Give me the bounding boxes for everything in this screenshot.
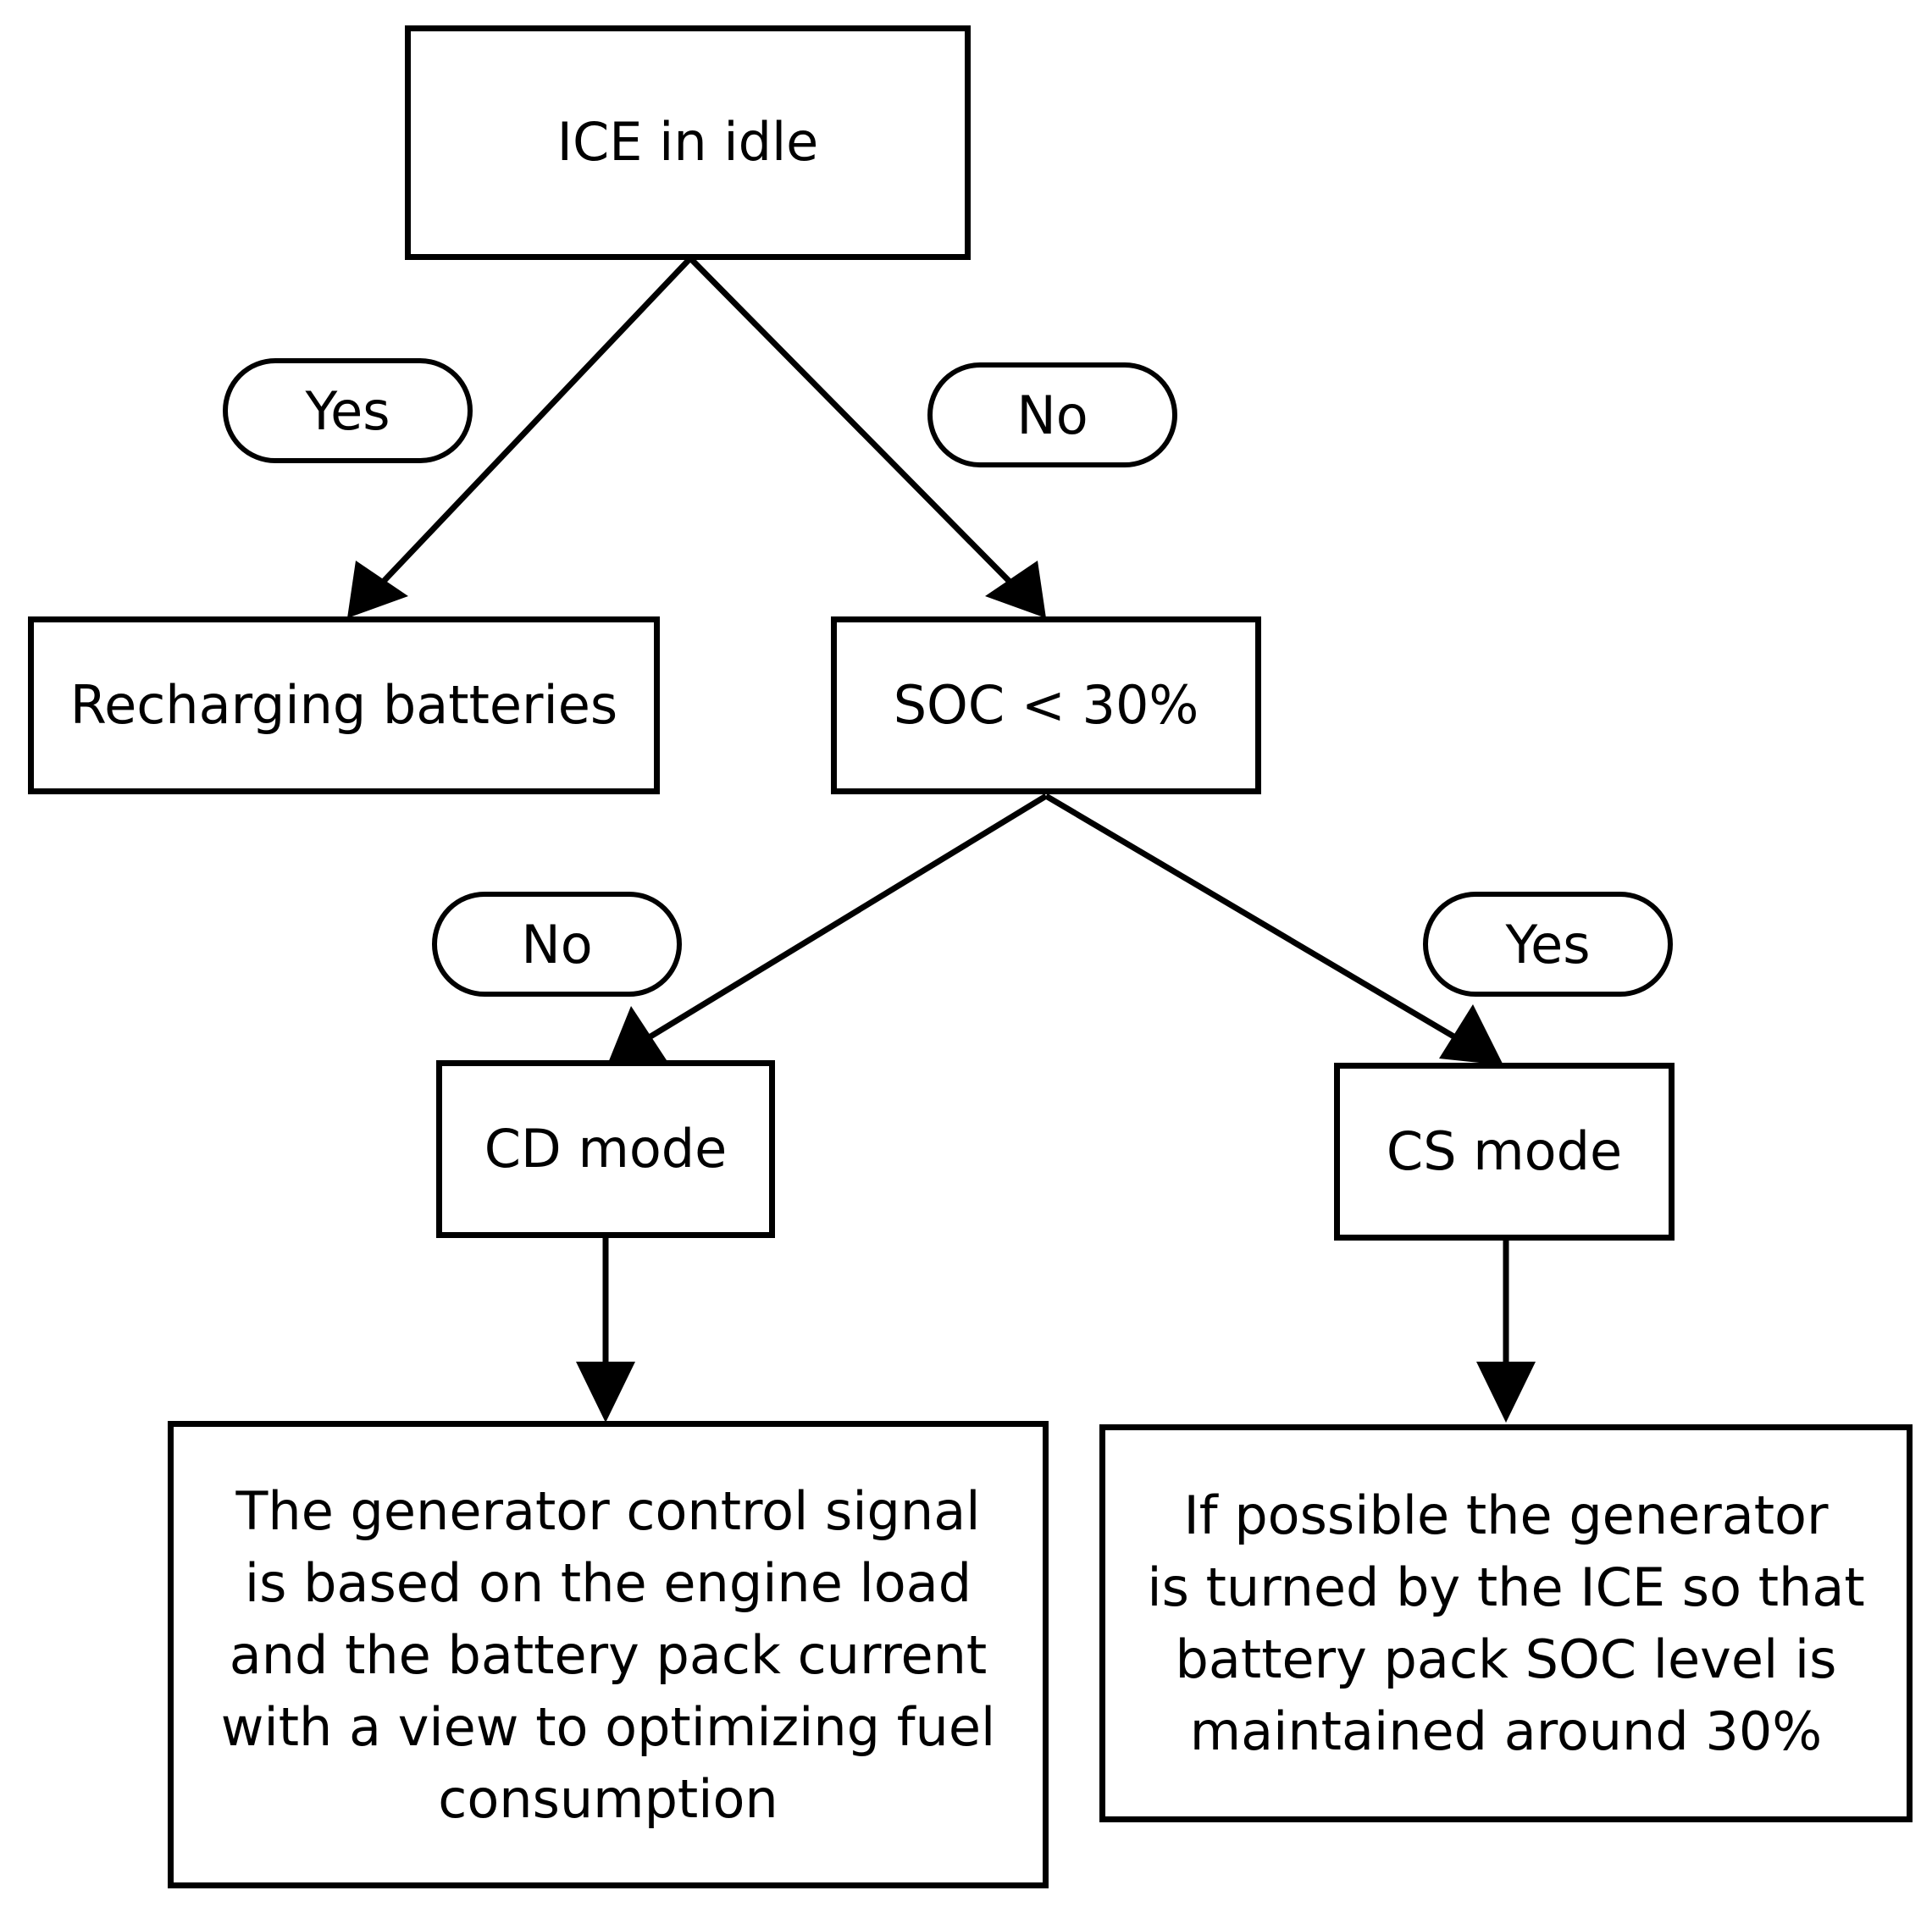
node-cd-mode: CD mode [436, 1060, 775, 1238]
node-recharging-batteries: Recharging batteries [28, 616, 660, 794]
node-soc-check-text: SOC < 30% [893, 673, 1199, 736]
arrowhead-recharging [347, 561, 408, 618]
edge-label-no-soc-text: No [1016, 384, 1088, 446]
node-cd-mode-text: CD mode [484, 1117, 728, 1180]
edge-ice-to-soc [688, 256, 1023, 595]
node-cd-description: The generator control signal is based on… [168, 1421, 1049, 1888]
arrowhead-cs-desc [1476, 1362, 1536, 1423]
edge-label-yes-recharging-text: Yes [305, 379, 390, 442]
edge-ice-to-recharging [370, 256, 693, 595]
node-recharging-batteries-text: Recharging batteries [69, 673, 618, 736]
edge-soc-to-cs [1044, 793, 1471, 1049]
node-ice-in-idle: ICE in idle [405, 25, 971, 260]
node-cs-mode: CS mode [1334, 1063, 1675, 1241]
node-cs-description: If possible the generator is turned by t… [1099, 1424, 1913, 1822]
arrowhead-soc [985, 561, 1046, 618]
node-cs-mode-text: CS mode [1386, 1119, 1623, 1182]
arrowhead-cs [1439, 1004, 1503, 1065]
edge-label-no-soc: No [927, 362, 1177, 467]
arrowhead-cd-desc [576, 1362, 635, 1423]
edge-label-yes-recharging: Yes [223, 358, 473, 463]
edge-label-no-cd-text: No [521, 913, 593, 976]
edge-label-no-cd: No [432, 892, 682, 997]
edge-label-yes-cs-text: Yes [1505, 913, 1591, 976]
edge-label-yes-cs: Yes [1423, 892, 1673, 997]
node-cs-description-text: If possible the generator is turned by t… [1147, 1484, 1865, 1762]
node-ice-in-idle-text: ICE in idle [556, 111, 819, 174]
node-cd-description-text: The generator control signal is based on… [220, 1479, 996, 1830]
arrowhead-cd [608, 1006, 667, 1063]
node-soc-check: SOC < 30% [831, 616, 1261, 794]
edge-soc-to-cd [634, 793, 1048, 1048]
